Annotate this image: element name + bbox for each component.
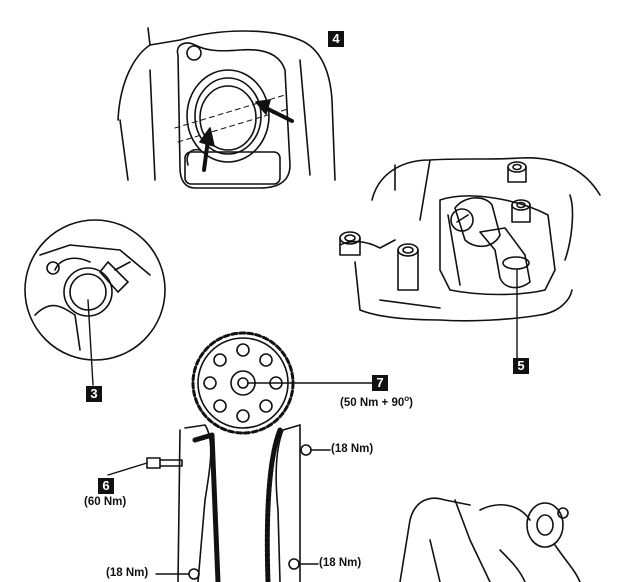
callout-4-label: 4 (328, 31, 344, 47)
guide-lower-right-torque: (18 Nm) (319, 557, 362, 569)
timing-chain-assembly (146, 331, 312, 582)
callout-6-label: 6 (98, 478, 114, 494)
guide-upper-right-torque: (18 Nm) (331, 443, 374, 455)
bolt-6-torque: (60 Nm) (84, 496, 127, 508)
seal-housing-view (117, 27, 336, 189)
callout-7-label: 7 (372, 375, 388, 391)
sprocket-bolt-torque: (50 Nm + 90o) (340, 394, 413, 409)
callout-5-label: 5 (513, 358, 529, 374)
leader-lines (87, 269, 518, 575)
guide-lower-left-torque: (18 Nm) (106, 567, 149, 579)
lower-right-engine-view (399, 497, 581, 582)
detail-circle-view (24, 219, 166, 361)
callout-3-label: 3 (86, 386, 102, 402)
camshaft-tool-view (339, 157, 601, 322)
